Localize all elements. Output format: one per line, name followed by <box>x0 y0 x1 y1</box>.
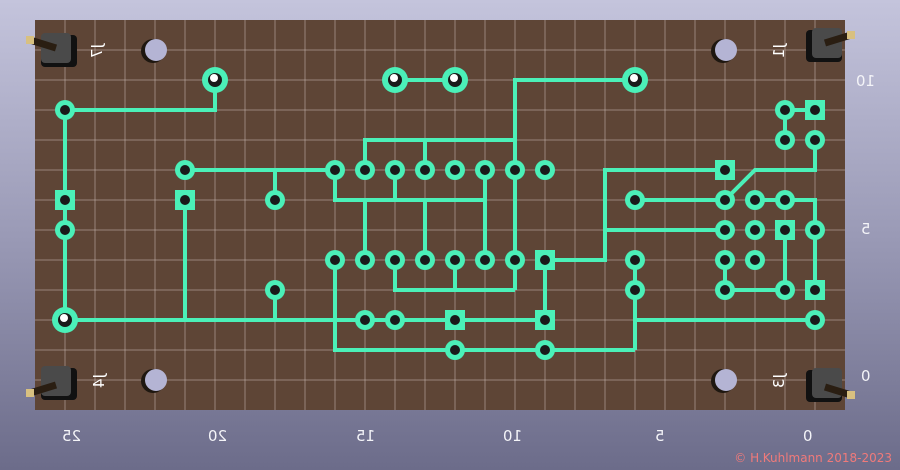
drill-highlight <box>390 74 398 82</box>
board-substrate <box>35 20 845 410</box>
drill-hole <box>540 165 550 175</box>
drill-hole <box>420 165 430 175</box>
drill-hole <box>780 285 790 295</box>
drill-hole <box>330 255 340 265</box>
y-label-10: 10 <box>856 72 876 90</box>
drill-highlight <box>630 74 638 82</box>
mounting-hole <box>145 39 167 61</box>
drill-hole <box>780 225 790 235</box>
ref-j4: J4 <box>89 374 108 388</box>
drill-hole <box>720 285 730 295</box>
ref-j1: J1 <box>769 44 788 58</box>
drill-hole <box>750 255 760 265</box>
drill-hole <box>60 195 70 205</box>
drill-hole <box>720 225 730 235</box>
connector-pin <box>28 36 58 52</box>
ref-j7: J7 <box>87 44 106 58</box>
drill-hole <box>180 165 190 175</box>
y-label-5: 5 <box>861 220 871 238</box>
drill-hole <box>450 315 460 325</box>
x-label-25: 25 <box>62 427 82 445</box>
x-label-20: 20 <box>208 427 228 445</box>
drill-hole <box>390 255 400 265</box>
drill-hole <box>750 225 760 235</box>
drill-hole <box>60 105 70 115</box>
connectors <box>26 28 855 402</box>
drill-hole <box>780 105 790 115</box>
drill-hole <box>630 255 640 265</box>
drill-hole <box>450 345 460 355</box>
drill-hole <box>450 165 460 175</box>
drill-hole <box>450 255 460 265</box>
mounting-hole <box>715 39 737 61</box>
drill-hole <box>540 315 550 325</box>
drill-hole <box>390 165 400 175</box>
trace <box>545 168 725 262</box>
drill-hole <box>540 345 550 355</box>
connector-pin-tip <box>26 389 34 397</box>
drill-hole <box>630 195 640 205</box>
drill-hole <box>780 135 790 145</box>
drill-hole <box>480 255 490 265</box>
drill-hole <box>750 195 760 205</box>
drill-hole <box>810 135 820 145</box>
drill-hole <box>720 165 730 175</box>
x-label-10: 10 <box>503 427 523 445</box>
drill-hole <box>60 225 70 235</box>
mounting-hole <box>145 369 167 391</box>
drill-hole <box>360 315 370 325</box>
connector-pin <box>823 31 853 47</box>
drill-hole <box>270 195 280 205</box>
x-label-0: 0 <box>803 427 813 445</box>
x-label-5: 5 <box>655 427 665 445</box>
drill-hole <box>420 255 430 265</box>
drill-hole <box>390 315 400 325</box>
drill-hole <box>270 285 280 295</box>
drill-hole <box>510 255 520 265</box>
drill-highlight <box>60 314 68 322</box>
drill-hole <box>540 255 550 265</box>
drill-hole <box>780 195 790 205</box>
drill-hole <box>360 255 370 265</box>
x-label-15: 15 <box>356 427 376 445</box>
drill-hole <box>360 165 370 175</box>
y-label-0: 0 <box>861 367 871 385</box>
drill-highlight <box>450 74 458 82</box>
drill-highlight <box>210 74 218 82</box>
drill-hole <box>480 165 490 175</box>
drill-hole <box>510 165 520 175</box>
connector-pin-tip <box>26 36 34 44</box>
drill-hole <box>720 255 730 265</box>
connector-pin-tip <box>847 31 855 39</box>
drill-hole <box>810 285 820 295</box>
connector-pin <box>28 381 58 397</box>
drill-hole <box>180 195 190 205</box>
mounting-holes <box>141 39 737 393</box>
copyright: © H.Kuhlmann 2018-2023 <box>734 451 892 465</box>
connector-pin <box>823 383 853 399</box>
mounting-hole <box>715 369 737 391</box>
trace <box>513 78 635 290</box>
pads <box>52 67 825 360</box>
ref-j3: J3 <box>769 374 788 388</box>
drill-hole <box>810 105 820 115</box>
drill-hole <box>330 165 340 175</box>
trace <box>635 140 817 202</box>
connector-pin-tip <box>847 391 855 399</box>
drill-hole <box>720 195 730 205</box>
drill-hole <box>630 285 640 295</box>
drill-hole <box>810 225 820 235</box>
drill-hole <box>810 315 820 325</box>
